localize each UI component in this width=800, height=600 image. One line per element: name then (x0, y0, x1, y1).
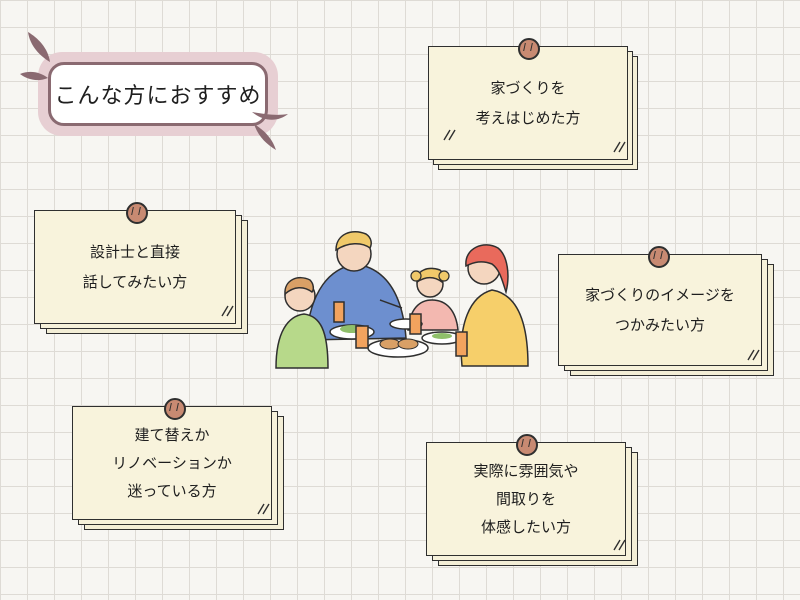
note-line: 家づくりのイメージを (585, 286, 735, 304)
note-front-sheet: 家づくりを 考えはじめた方 (428, 46, 628, 160)
title-badge: こんな方におすすめ (38, 52, 278, 136)
note-front-sheet: 実際に雰囲気や 間取りを 体感したい方 (426, 442, 626, 556)
mother-figure (460, 244, 529, 367)
page-title: こんな方におすすめ (54, 84, 262, 109)
pushpin-icon (164, 398, 186, 420)
note-card-4: 建て替えか リノベーションか 迷っている方 (72, 398, 286, 532)
girl-figure (407, 267, 459, 331)
corner-tick-decoration (613, 141, 626, 153)
note-front-sheet: 設計士と直接 話してみたい方 (34, 210, 236, 324)
note-card-1: 家づくりを 考えはじめた方 (428, 38, 642, 172)
note-line: 話してみたい方 (82, 273, 188, 291)
note-front-sheet: 家づくりのイメージを つかみたい方 (558, 254, 762, 366)
note-front-sheet: 建て替えか リノベーションか 迷っている方 (72, 406, 272, 520)
corner-tick-decoration (257, 503, 270, 515)
note-line: 迷っている方 (127, 482, 217, 500)
boy-figure (275, 276, 329, 369)
pushpin-icon (516, 434, 538, 456)
father-figure (305, 230, 407, 341)
note-line: 建て替えか (134, 426, 210, 444)
corner-tick-decoration (613, 539, 626, 551)
pushpin-icon (648, 246, 670, 268)
note-line: 考えはじめた方 (475, 109, 581, 127)
note-line: つかみたい方 (614, 316, 705, 334)
note-line: 実際に雰囲気や (473, 462, 579, 480)
corner-tick-decoration (443, 129, 456, 141)
table-setting (329, 301, 468, 358)
note-card-3: 家づくりのイメージを つかみたい方 (558, 246, 776, 378)
pushpin-icon (518, 38, 540, 60)
corner-tick-decoration (747, 349, 760, 361)
sparkle-decoration-bottom-right (252, 112, 288, 150)
pushpin-icon (126, 202, 148, 224)
note-card-2: 設計士と直接 話してみたい方 (34, 202, 250, 336)
note-line: 家づくりを (490, 79, 566, 97)
corner-tick-decoration (221, 305, 234, 317)
note-line: リノベーションか (112, 454, 232, 472)
sparkle-decoration-top-left (20, 32, 50, 81)
title-badge-frame: こんな方におすすめ (48, 62, 268, 126)
family-dinner-illustration (275, 230, 529, 369)
note-line: 間取りを (495, 490, 556, 508)
note-line: 体感したい方 (480, 518, 571, 536)
note-card-5: 実際に雰囲気や 間取りを 体感したい方 (426, 434, 640, 568)
note-line: 設計士と直接 (89, 243, 180, 261)
